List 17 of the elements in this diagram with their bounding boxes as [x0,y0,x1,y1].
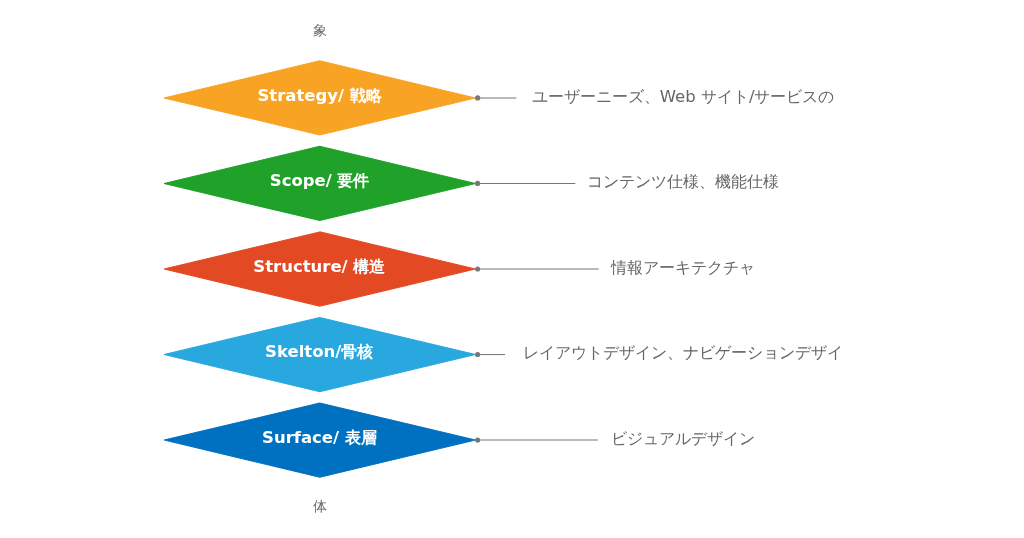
node-diamond: Surface/ 表層 [163,402,476,478]
node-text: ビジュアルデザイン [610,429,755,449]
node-text: 情報アーキテクチャ [610,257,755,277]
label: 象 [312,21,327,38]
node-text: レイアウトデザイン、ナビゲーションデザイ [522,343,843,363]
node-diamond: Structure/ 構造 [163,231,476,307]
connector [474,351,506,358]
node-text: ユーザーニーズ、Web サイト/サービスの [531,86,834,106]
node-diamond: Strategy/ 戦略 [163,60,476,136]
node-diamond: Scope/ 要件 [163,145,476,222]
connector [474,266,599,272]
label: 体 [312,497,327,514]
connector [474,437,598,443]
node-diamond: Skelton/骨核 [163,316,476,393]
connector [474,95,517,101]
connector [474,180,576,187]
node-text: コンテンツ仕様、機能仕様 [586,172,779,192]
